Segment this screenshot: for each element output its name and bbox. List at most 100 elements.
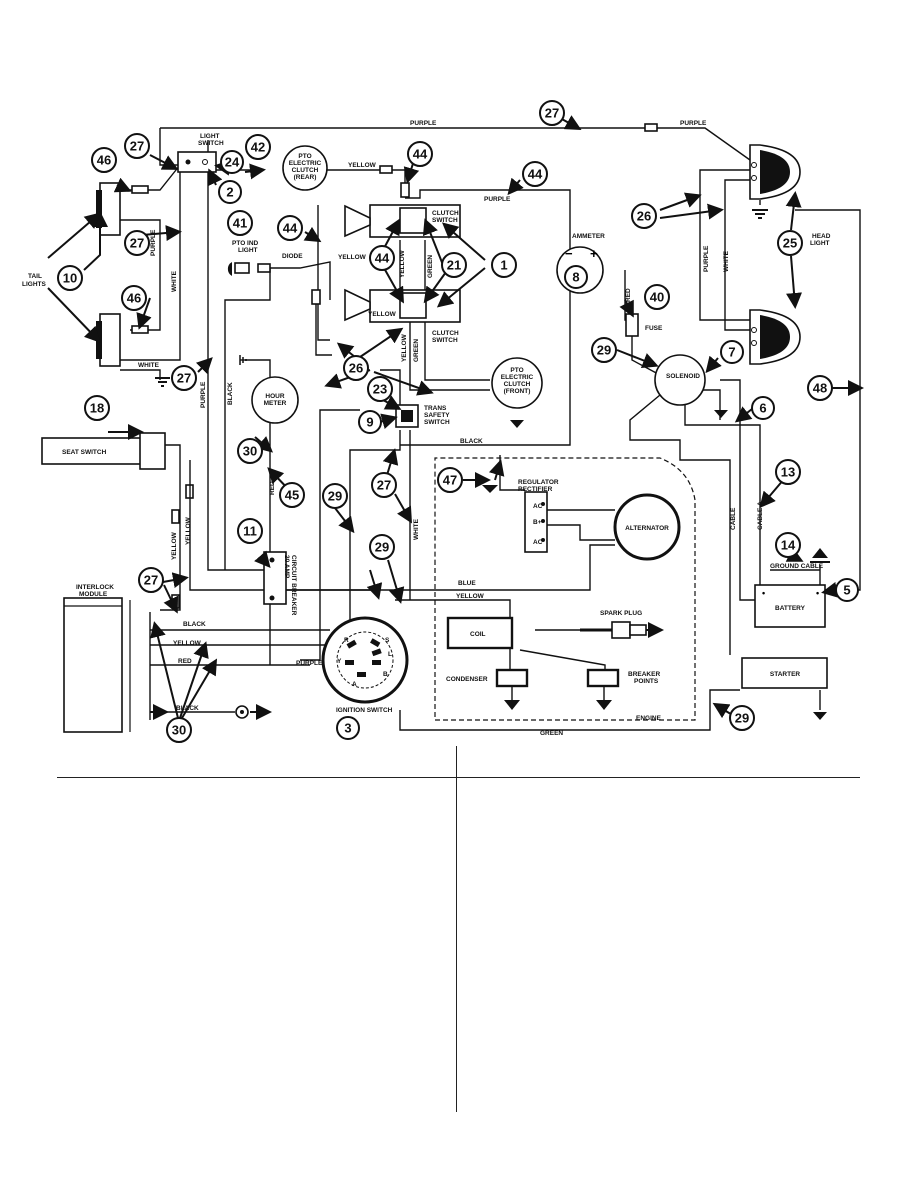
ignition-switch: Y S A B R L: [321, 616, 409, 704]
svg-text:B+: B+: [533, 519, 542, 526]
starter: [741, 657, 828, 689]
svg-text:14: 14: [781, 538, 796, 553]
svg-text:ENGINE: ENGINE: [636, 715, 662, 722]
callout-5: 5: [835, 578, 859, 602]
svg-text:YELLOW: YELLOW: [173, 640, 202, 647]
svg-text:PURPLE: PURPLE: [484, 196, 511, 203]
svg-text:PURPLE: PURPLE: [410, 120, 437, 127]
svg-text:RED: RED: [269, 481, 276, 495]
inline-connector: [311, 289, 321, 305]
svg-text:YELLOW: YELLOW: [171, 531, 178, 560]
svg-text:S: S: [385, 637, 390, 644]
callout-29: 29: [369, 534, 395, 560]
callout-24: 24: [220, 150, 244, 174]
svg-text:WHITE: WHITE: [138, 362, 160, 369]
callout-27: 27: [138, 567, 164, 593]
svg-text:YELLOW: YELLOW: [338, 254, 367, 261]
svg-text:42: 42: [251, 140, 265, 155]
svg-text:CABLE: CABLE: [730, 507, 737, 530]
svg-text:PURPLE: PURPLE: [680, 120, 707, 127]
pto-clutch-front: [491, 357, 543, 409]
svg-text:CONDENSER: CONDENSER: [446, 676, 488, 683]
svg-text:9: 9: [366, 415, 373, 430]
inline-connector: [644, 123, 658, 132]
svg-text:YELLOW: YELLOW: [348, 162, 377, 169]
svg-text:GREEN: GREEN: [413, 339, 420, 362]
svg-text:47: 47: [443, 473, 457, 488]
callout-14: 14: [775, 532, 801, 558]
svg-text:27: 27: [144, 573, 158, 588]
tail-light-top: [96, 182, 149, 236]
callout-40: 40: [644, 284, 670, 310]
svg-text:Y: Y: [337, 658, 342, 665]
svg-text:26: 26: [637, 209, 651, 224]
svg-text:B: B: [383, 671, 388, 678]
callout-21: 21: [441, 252, 467, 278]
svg-text:BLACK: BLACK: [460, 438, 483, 445]
svg-text:BLUE: BLUE: [458, 580, 476, 587]
svg-text:YELLOW: YELLOW: [399, 249, 406, 278]
svg-text:FUSE: FUSE: [645, 325, 663, 332]
inline-connector: [379, 165, 393, 174]
fuse: [625, 313, 639, 337]
callout-18: 18: [84, 395, 110, 421]
svg-text:27: 27: [130, 139, 144, 154]
callout-3: 3: [336, 716, 360, 740]
callout-26: 26: [343, 355, 369, 381]
svg-text:3: 3: [344, 721, 351, 736]
svg-text:PURPLE: PURPLE: [150, 229, 157, 256]
svg-text:46: 46: [97, 153, 111, 168]
svg-text:11: 11: [243, 524, 257, 539]
callout-27: 27: [539, 100, 565, 126]
callout-7: 7: [720, 340, 744, 364]
svg-text:PURPLE: PURPLE: [703, 245, 710, 272]
svg-text:YELLOW: YELLOW: [368, 311, 397, 318]
svg-text:SOLENOID: SOLENOID: [666, 373, 700, 380]
callout-27: 27: [124, 230, 150, 256]
svg-text:27: 27: [377, 478, 391, 493]
regulator-rectifier: [524, 491, 548, 553]
vertical-rule: [456, 746, 457, 1112]
callout-42: 42: [245, 134, 271, 160]
circuit-breaker: [263, 551, 287, 605]
callout-30: 30: [166, 717, 192, 743]
svg-text:5: 5: [843, 583, 850, 598]
svg-text:RED: RED: [625, 288, 632, 302]
svg-text:YELLOW: YELLOW: [401, 333, 408, 362]
svg-text:24: 24: [225, 155, 240, 170]
callout-1: 1: [491, 252, 517, 278]
diode-label: DIODE: [282, 253, 303, 260]
svg-text:•: •: [816, 588, 819, 598]
callout-26: 26: [631, 203, 657, 229]
callout-45: 45: [279, 482, 305, 508]
callout-6: 6: [751, 396, 775, 420]
svg-text:+: +: [590, 246, 598, 261]
svg-text:27: 27: [545, 106, 559, 121]
svg-text:AC: AC: [533, 539, 543, 546]
svg-text:GROUND CABLE: GROUND CABLE: [770, 563, 824, 570]
condenser: [495, 668, 529, 688]
svg-text:2: 2: [226, 185, 233, 200]
callout-29: 29: [322, 483, 348, 509]
svg-text:30: 30: [172, 723, 186, 738]
spark-plug: [580, 621, 664, 639]
svg-text:7: 7: [728, 345, 735, 360]
svg-text:41: 41: [233, 216, 247, 231]
interlock-module: [63, 597, 123, 733]
callout-41: 41: [227, 210, 253, 236]
callout-27: 27: [124, 133, 150, 159]
horizontal-rule: [57, 777, 860, 778]
svg-text:40: 40: [650, 290, 664, 305]
svg-text:30: 30: [243, 444, 257, 459]
svg-text:SPARK PLUG: SPARK PLUG: [600, 610, 642, 617]
callout-29: 29: [591, 337, 617, 363]
svg-text:29: 29: [375, 540, 389, 555]
